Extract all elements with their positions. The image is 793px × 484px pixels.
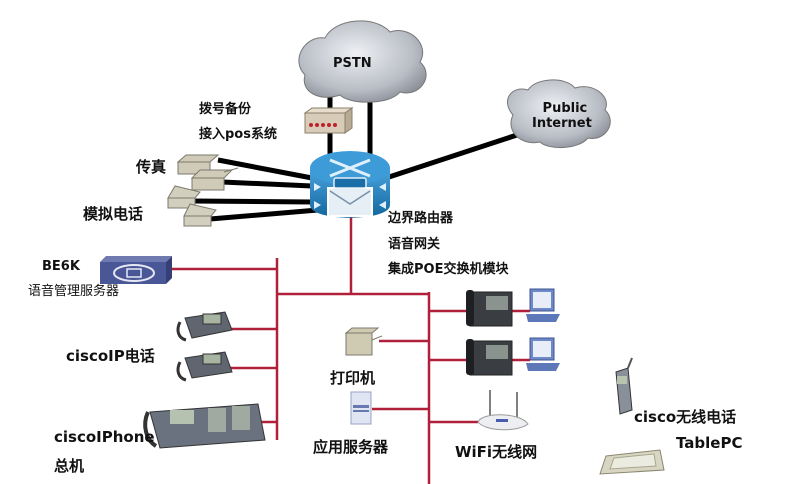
dial-modem-icon: [303, 107, 354, 134]
be6k-label: BE6K: [42, 259, 80, 274]
link-fax2-router: [221, 179, 313, 189]
link-internet-router: [379, 131, 521, 183]
printer-label: 打印机: [330, 369, 376, 387]
internet-label-line2: Internet: [532, 116, 592, 131]
edge-router-icon: [310, 151, 390, 218]
fax-icon: [176, 154, 239, 191]
link-phone1-router: [191, 198, 313, 205]
pc-icon: [526, 288, 560, 322]
link-phone2-router: [209, 207, 319, 222]
app-server-label: 应用服务器: [313, 438, 389, 456]
tablepc-label: TablePC: [676, 434, 743, 452]
switchboard-label: 总机: [54, 457, 85, 475]
be6k-server-icon: [100, 256, 172, 284]
pstn-label: PSTN: [333, 56, 372, 71]
cisco-ip-phone-label: ciscoIP电话: [66, 347, 155, 365]
fax-label: 传真: [136, 158, 167, 176]
wireless-phone-icon: [615, 357, 633, 415]
tablet-pc-icon: [599, 449, 665, 475]
wifi-ap-icon: [477, 390, 529, 431]
ip-phone-desk-icon: [466, 290, 513, 327]
ip-phone-desk-icon: [466, 339, 513, 376]
lan-links: [172, 215, 530, 484]
router-label-3: 集成POE交换机模块: [388, 262, 509, 277]
ip-phone-icon: [176, 351, 233, 382]
pstn-cloud: [298, 20, 427, 103]
internet-label: Public Internet: [532, 101, 592, 131]
link-fax1-router: [217, 157, 313, 181]
internet-cloud: [507, 79, 611, 148]
cisco-iphone-label: ciscoIPhone: [54, 428, 155, 446]
router-label-2: 语音网关: [388, 237, 441, 252]
ip-phone-icon: [176, 311, 233, 342]
pos-access-label: 接入pos系统: [199, 127, 277, 142]
wan-links: [191, 95, 521, 222]
printer-icon: [344, 327, 383, 356]
switchboard-phone-icon: [143, 403, 266, 449]
analog-phone-icon: [167, 185, 217, 227]
wifi-label: WiFi无线网: [455, 443, 538, 461]
analog-phone-label: 模拟电话: [83, 205, 144, 223]
pc-icon: [526, 337, 560, 371]
cisco-wireless-phone-label: cisco无线电话: [634, 408, 737, 426]
internet-label-line1: Public: [542, 101, 588, 116]
app-server-icon: [350, 391, 372, 425]
voice-server-label: 语音管理服务器: [28, 284, 120, 299]
router-label-1: 边界路由器: [388, 211, 454, 226]
dial-backup-label: 拨号备份: [199, 102, 252, 117]
